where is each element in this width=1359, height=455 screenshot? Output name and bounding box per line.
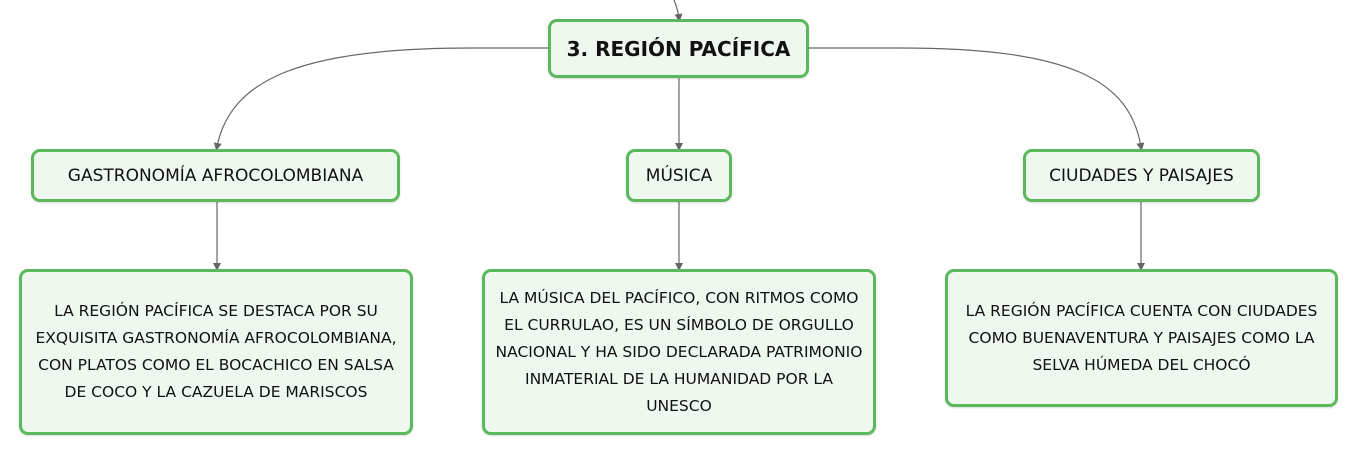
category-node-label: MÚSICA <box>645 165 713 186</box>
incoming-connector <box>673 0 683 22</box>
root-node-label: 3. REGIÓN PACÍFICA <box>566 36 791 61</box>
description-text: LA REGIÓN PACÍFICA CUENTA CON CIUDADES C… <box>965 301 1318 374</box>
description-text: LA MÚSICA DEL PACÍFICO, CON RITMOS COMO … <box>495 288 863 415</box>
connector-root-to-ciudades <box>809 47 1145 151</box>
description-text: LA REGIÓN PACÍFICA SE DESTACA POR SU EXQ… <box>35 302 397 401</box>
category-node-musica[interactable]: MÚSICA <box>626 149 732 202</box>
description-node-ciudades[interactable]: LA REGIÓN PACÍFICA CUENTA CON CIUDADES C… <box>945 269 1338 407</box>
connector-root-to-gastronomia <box>213 47 548 151</box>
root-node[interactable]: 3. REGIÓN PACÍFICA <box>548 19 809 78</box>
category-node-ciudades[interactable]: CIUDADES Y PAISAJES <box>1023 149 1260 202</box>
category-node-label: CIUDADES Y PAISAJES <box>1049 165 1234 186</box>
description-node-musica[interactable]: LA MÚSICA DEL PACÍFICO, CON RITMOS COMO … <box>482 269 876 435</box>
category-node-gastronomia[interactable]: GASTRONOMÍA AFROCOLOMBIANA <box>31 149 400 202</box>
description-node-gastronomia[interactable]: LA REGIÓN PACÍFICA SE DESTACA POR SU EXQ… <box>19 269 413 435</box>
category-node-label: GASTRONOMÍA AFROCOLOMBIANA <box>67 165 364 186</box>
